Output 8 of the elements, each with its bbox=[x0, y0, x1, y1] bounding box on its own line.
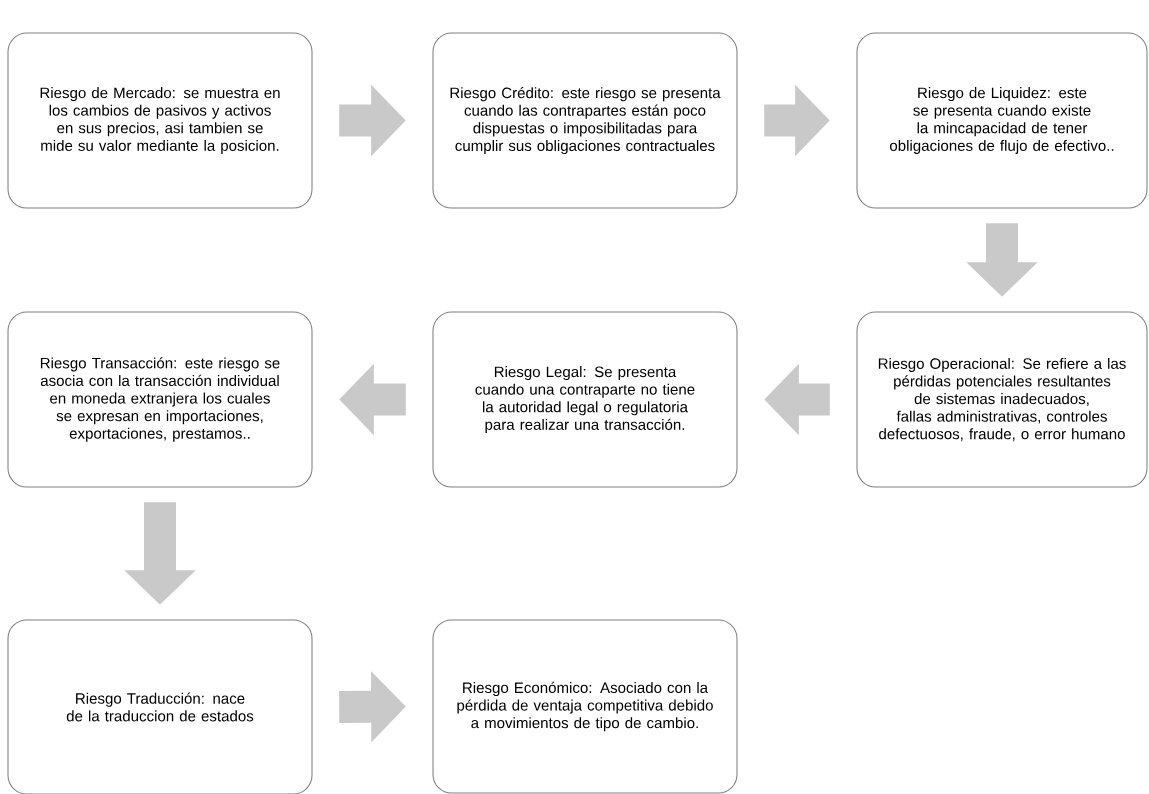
text-box: Riesgo Traducción: nace de la traduccion de estados bbox=[7, 619, 313, 794]
text-box: Riesgo Económico: Asociado con la pérdida de ventaja competitiva debido a movimientos de tipo de cambio. bbox=[432, 619, 738, 794]
text-box: Riesgo Operacional: Se refiere a las pérdidas potenciales resultantes de sistemas inadecuados, fallas administrativas, controles defectuosos, fraude, o error humano bbox=[856, 311, 1148, 488]
text-box: Riesgo Transacción: este riesgo se asocia con la transacción individual en moneda extranjera los cuales se expresan en importaciones, exportaciones, prestamos.. bbox=[7, 311, 313, 488]
text-box: Riesgo Crédito: este riesgo se presenta cuando las contrapartes están poco dispuestas o imposibilitadas para cumplir sus obligaciones contractuales bbox=[432, 32, 738, 209]
text-box: Riesgo Legal: Se presenta cuando una contraparte no tiene la autoridad legal o regulatoria para realizar una transacción. bbox=[432, 311, 738, 488]
text-box: Riesgo de Mercado: se muestra en los cambios de pasivos y activos en sus precios, asi tambien se mide su valor mediante la posicion. bbox=[7, 32, 313, 209]
text-box: Riesgo de Liquidez: este se presenta cuando existe la mincapacidad de tener obligaciones de flujo de efectivo.. bbox=[856, 32, 1148, 209]
